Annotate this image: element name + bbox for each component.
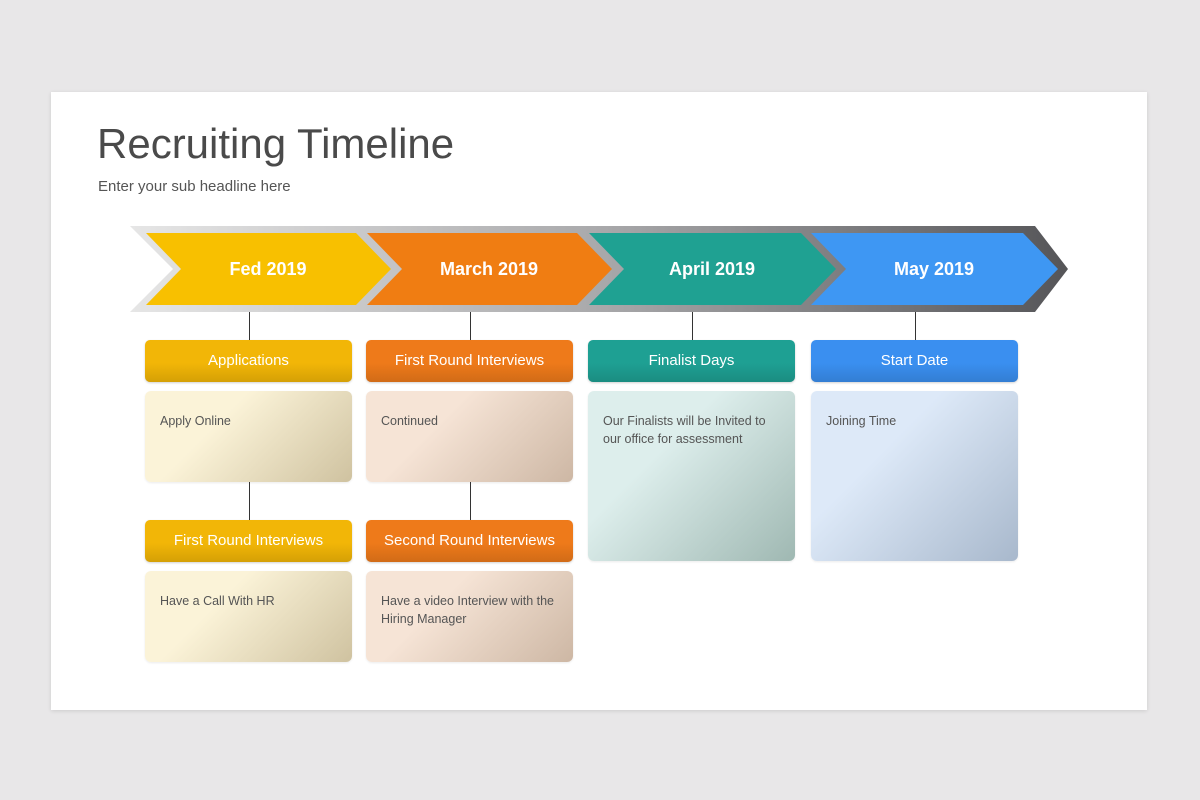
stage-card: Have a video Interview with the Hiring M… (366, 571, 573, 662)
stage-header: Second Round Interviews (366, 520, 573, 562)
stage-card: Apply Online (145, 391, 352, 482)
stage-card: Joining Time (811, 391, 1018, 561)
connector-line (470, 312, 471, 340)
connector-line (249, 482, 250, 520)
connector-line (692, 312, 693, 340)
slide-subtitle: Enter your sub headline here (98, 178, 291, 195)
timeline-band (130, 226, 1068, 312)
timeline-chevron-1 (146, 233, 391, 305)
stage-header: Finalist Days (588, 340, 795, 382)
milestone-label: May 2019 (893, 259, 975, 279)
stage-header: First Round Interviews (145, 520, 352, 562)
timeline-chevron-3 (589, 233, 836, 305)
stage-card: Have a Call With HR (145, 571, 352, 662)
milestone-label: March 2019 (439, 259, 539, 279)
slide-canvas: Recruiting Timeline Enter your sub headl… (51, 92, 1147, 710)
stage-card: Our Finalists will be Invited to our off… (588, 391, 795, 561)
connector-line (249, 312, 250, 340)
connector-line (470, 482, 471, 520)
slide-title: Recruiting Timeline (97, 120, 455, 167)
timeline-chevron-2 (367, 233, 612, 305)
milestone-label: April 2019 (668, 259, 756, 279)
stage-header: First Round Interviews (366, 340, 573, 382)
stage-header: Applications (145, 340, 352, 382)
connector-line (915, 312, 916, 340)
stage-card: Continued (366, 391, 573, 482)
stage-header: Start Date (811, 340, 1018, 382)
timeline-chevron-4 (811, 233, 1058, 305)
milestone-label: Fed 2019 (229, 259, 307, 279)
